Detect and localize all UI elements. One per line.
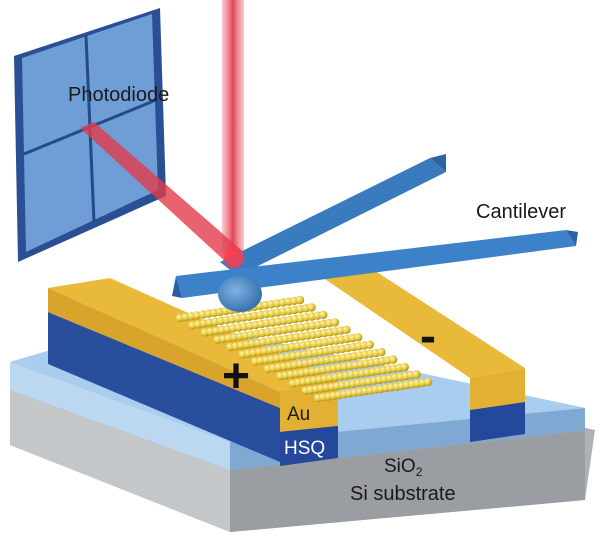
au-label: Au xyxy=(287,404,310,425)
nanoparticle xyxy=(319,310,328,320)
nanoparticle xyxy=(412,370,421,379)
photodiode-label: Photodiode xyxy=(68,84,169,106)
nanoparticle xyxy=(365,340,374,349)
gold-nanoparticle-film xyxy=(175,295,433,403)
laser-spot xyxy=(224,248,244,268)
nanoparticle xyxy=(295,295,305,305)
nanoparticle xyxy=(377,348,386,357)
laser-beam xyxy=(80,0,246,262)
nanoparticle xyxy=(307,303,316,312)
plus-sign: + xyxy=(222,350,250,403)
nanoparticle xyxy=(400,362,409,372)
si-substrate-label: Si substrate xyxy=(350,483,456,505)
sio2-label-main: SiO xyxy=(384,456,416,477)
right-electrode xyxy=(300,256,525,442)
nanoparticle xyxy=(354,333,363,342)
nanoparticle xyxy=(342,325,351,334)
nanoparticle xyxy=(388,355,398,364)
cantilever xyxy=(172,154,578,312)
nanoparticle xyxy=(423,377,433,387)
nanoparticle xyxy=(330,318,340,327)
minus-sign: - xyxy=(420,310,436,363)
hsq-label: HSQ xyxy=(284,438,325,459)
sio2-label-subscript: 2 xyxy=(416,465,423,479)
sio2-label: SiO2 xyxy=(384,456,423,479)
cantilever-label: Cantilever xyxy=(476,201,566,223)
